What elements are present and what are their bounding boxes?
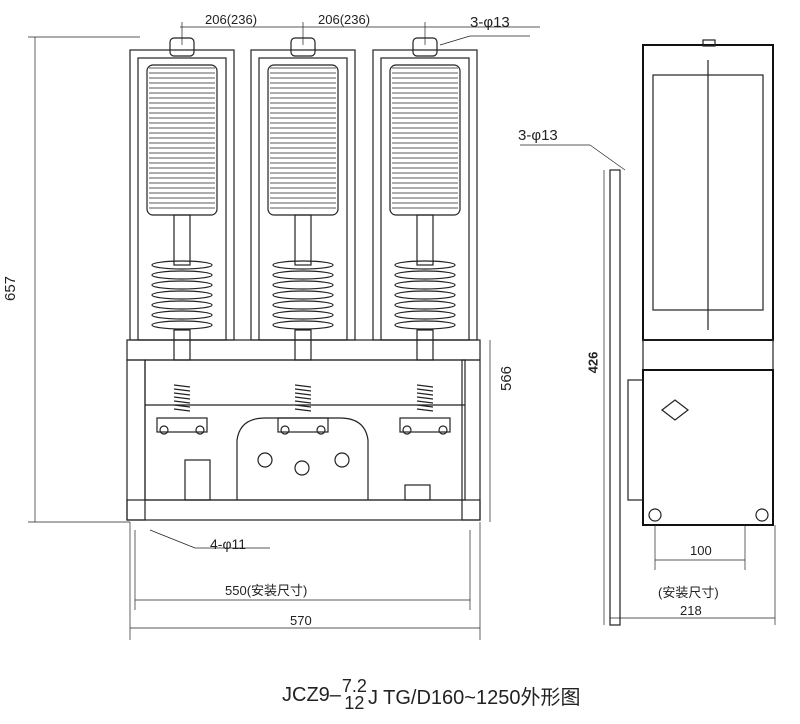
lower-insulator-disc [151, 280, 213, 290]
lower-insulator-disc [151, 270, 213, 280]
side-view [520, 39, 776, 626]
lower-insulator-disc [394, 300, 456, 310]
spring-coil [294, 408, 312, 412]
pole-rod [416, 329, 434, 361]
spring-coil [416, 384, 434, 388]
pole-frame [372, 49, 478, 341]
caption-prefix: JCZ9– [282, 683, 341, 706]
spring-coil [416, 388, 434, 392]
bolt [316, 425, 326, 435]
lower-insulator-disc [272, 280, 334, 290]
pole-bracket [156, 417, 208, 433]
spring-coil [416, 392, 434, 396]
lower-insulator-disc [394, 270, 456, 280]
spring-coil [294, 384, 312, 388]
mount-width-label: 550(安装尺寸) [225, 583, 308, 598]
pole-frame-inner [380, 57, 470, 341]
overall-height-label: 657 [2, 275, 20, 302]
upper-insulator [389, 64, 461, 216]
poles [129, 37, 478, 435]
lower-insulator-disc [394, 260, 456, 270]
spring-coil [173, 400, 191, 404]
spring-coil [294, 388, 312, 392]
lower-insulator-disc [272, 320, 334, 330]
pole-rod [294, 329, 312, 361]
terminal [290, 37, 316, 57]
pole-frame [250, 49, 356, 341]
terminal [169, 37, 195, 57]
spring-coil [416, 408, 434, 412]
lower-insulator-disc [272, 300, 334, 310]
side-mount-note: (安装尺寸) [658, 585, 719, 600]
top-holes-label: 3-φ13 [470, 14, 510, 31]
spring-coil [173, 396, 191, 400]
pole-spacing-label-2: 206(236) [318, 12, 371, 27]
pole-bracket [399, 417, 451, 433]
lower-insulator-disc [394, 320, 456, 330]
spring-coil [294, 396, 312, 400]
spring-coil [294, 400, 312, 404]
pole-spacing-label-1: 206(236) [205, 12, 258, 27]
bolt [195, 425, 205, 435]
lower-insulator-disc [394, 290, 456, 300]
lower-insulator-disc [394, 280, 456, 290]
pole-stem [173, 214, 191, 266]
caption-suffix: J TG/D160~1250外形图 [367, 686, 581, 709]
caption-fraction: 7.2 12 [341, 676, 367, 713]
lower-insulator-disc [272, 260, 334, 270]
side-mount-label: 100 [690, 543, 712, 558]
terminal [412, 37, 438, 57]
side-height-label: 426 [585, 351, 601, 374]
lower-insulator-disc [272, 270, 334, 280]
caption-frac-top: 7.2 [341, 676, 367, 696]
pole-rod [173, 329, 191, 361]
lower-insulator-disc [151, 300, 213, 310]
spring-coil [416, 400, 434, 404]
pole-stem [294, 214, 312, 266]
spring-coil [173, 388, 191, 392]
bolt [438, 425, 448, 435]
lower-insulator-disc [394, 310, 456, 320]
base-frame [126, 339, 481, 521]
side-depth-label: 218 [680, 603, 702, 618]
spring-coil [173, 408, 191, 412]
lower-insulator-disc [151, 290, 213, 300]
lower-insulator-disc [151, 320, 213, 330]
spring-coil [416, 396, 434, 400]
pole-frame-inner [258, 57, 348, 341]
lower-insulator-disc [151, 260, 213, 270]
spring-coil [173, 384, 191, 388]
upper-insulator [267, 64, 339, 216]
caption-frac-bottom: 12 [344, 693, 365, 713]
bolt [402, 425, 412, 435]
pole-frame-inner [137, 57, 227, 341]
overall-width-label: 570 [290, 613, 312, 628]
upper-insulator [146, 64, 218, 216]
drawing-caption: JCZ9– 7.2 12 J TG/D160~1250外形图 [282, 676, 581, 713]
side-holes-label: 3-φ13 [518, 127, 558, 144]
bolt [280, 425, 290, 435]
pole-stem [416, 214, 434, 266]
bolt [159, 425, 169, 435]
body-height-label: 566 [498, 365, 516, 392]
pole-bracket [277, 417, 329, 433]
spring-coil [173, 392, 191, 396]
lower-insulator-disc [272, 290, 334, 300]
spring-coil [294, 392, 312, 396]
pole-frame [129, 49, 235, 341]
mount-holes-label: 4-φ11 [210, 536, 247, 552]
front-dimension-lines [28, 22, 540, 640]
lower-insulator-disc [272, 310, 334, 320]
lower-insulator-disc [151, 310, 213, 320]
